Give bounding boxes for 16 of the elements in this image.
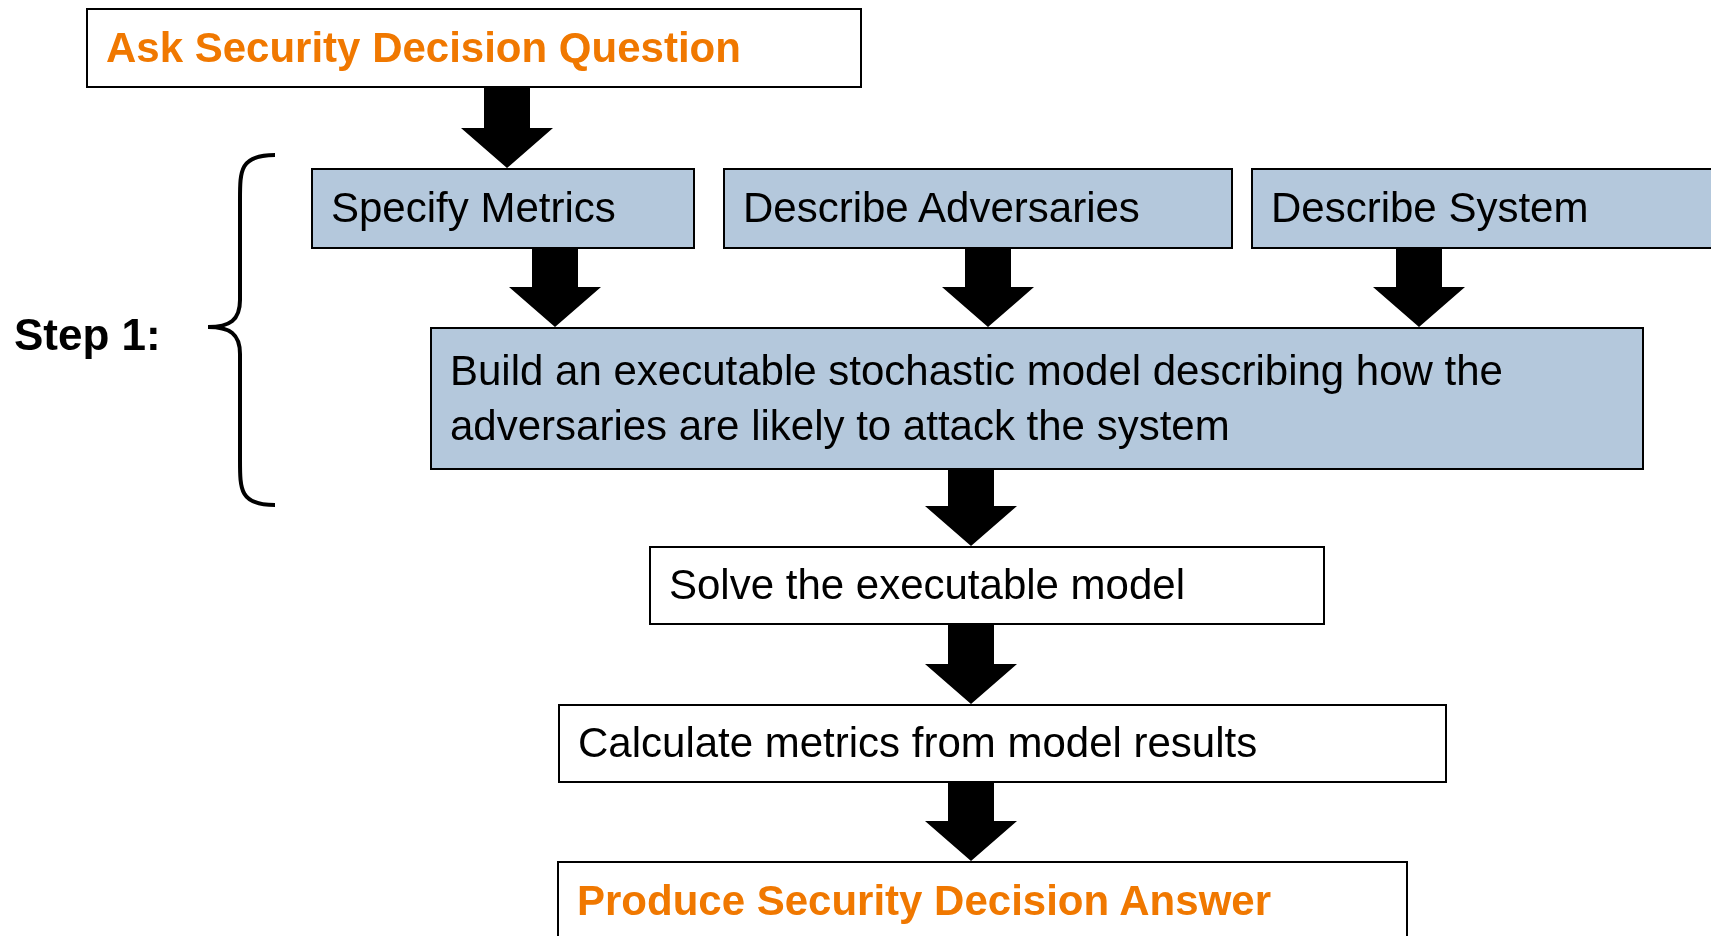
block-arrow — [461, 88, 553, 168]
process-box: Specify Metrics — [311, 168, 695, 249]
process-box: Describe Adversaries — [723, 168, 1233, 249]
process-box: Solve the executable model — [649, 546, 1325, 625]
process-box: Build an executable stochastic model describing how the adversaries are likely to attack the system — [430, 327, 1644, 470]
process-box: Ask Security Decision Question — [86, 8, 862, 88]
block-arrow — [1373, 249, 1465, 327]
process-box: Produce Security Decision Answer — [557, 861, 1408, 936]
block-arrow — [942, 249, 1034, 327]
block-arrow — [925, 625, 1017, 704]
step-label: Step 1: — [14, 309, 161, 361]
block-arrow — [509, 249, 601, 327]
block-arrow — [925, 470, 1017, 546]
process-box: Calculate metrics from model results — [558, 704, 1447, 783]
block-arrow — [925, 783, 1017, 861]
process-box: Describe System — [1251, 168, 1711, 249]
